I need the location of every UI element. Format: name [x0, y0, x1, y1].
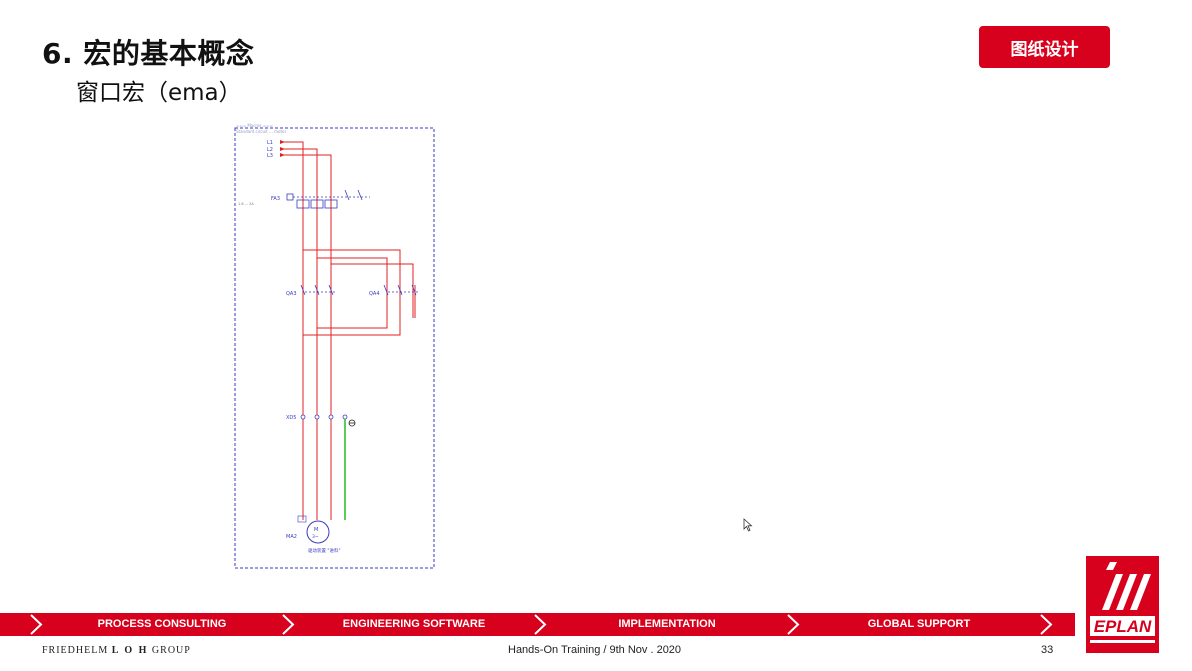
company-name: FRIEDHELM L O H GROUP	[42, 645, 191, 656]
terminal-l3: L3	[267, 153, 273, 159]
banner-global-support: GLOBAL SUPPORT	[867, 618, 971, 630]
banner-implementation: IMPLEMENTATION	[618, 618, 716, 630]
motor-symbol-label: M	[314, 527, 318, 533]
slide-title: 6. 宏的基本概念	[42, 37, 255, 70]
eplan-logo-icon: EPLAN	[1086, 556, 1159, 653]
terminal-strip-tag: XD5	[286, 415, 296, 421]
schematic-diagram: === Macros === Standard circuit ... moto…	[234, 123, 435, 569]
contactor-qa3: QA3	[286, 291, 297, 297]
breaker-tag: FA3	[271, 196, 280, 202]
service-banner	[0, 613, 1075, 636]
macro-frame	[234, 127, 435, 569]
banner-process-consulting: PROCESS CONSULTING	[97, 618, 227, 630]
category-badge[interactable]: 图纸设计	[979, 26, 1110, 68]
schematic-header-1: === Macros ===	[236, 123, 273, 128]
mouse-cursor-icon	[743, 518, 753, 532]
slide-subtitle: 窗口宏（ema）	[76, 80, 242, 106]
svg-text:3~: 3~	[312, 534, 319, 540]
schematic-header-2: Standard circuit ... motor	[236, 129, 286, 134]
eplan-logo-text: EPLAN	[1094, 617, 1152, 636]
terminal-l2: L2	[267, 147, 273, 153]
breaker-rating: 1.6 ... 2A	[238, 202, 254, 206]
page-number: 33	[1041, 644, 1054, 656]
motor-tag: MA2	[286, 534, 297, 540]
motor-caption: 驱动装置 "进料"	[308, 547, 341, 554]
motor-symbol	[306, 520, 330, 544]
contactor-qa4: QA4	[369, 291, 380, 297]
banner-engineering-software: ENGINEERING SOFTWARE	[342, 618, 486, 630]
terminal-l1: L1	[267, 140, 273, 146]
footer-event: Hands-On Training / 9th Nov . 2020	[508, 644, 682, 656]
